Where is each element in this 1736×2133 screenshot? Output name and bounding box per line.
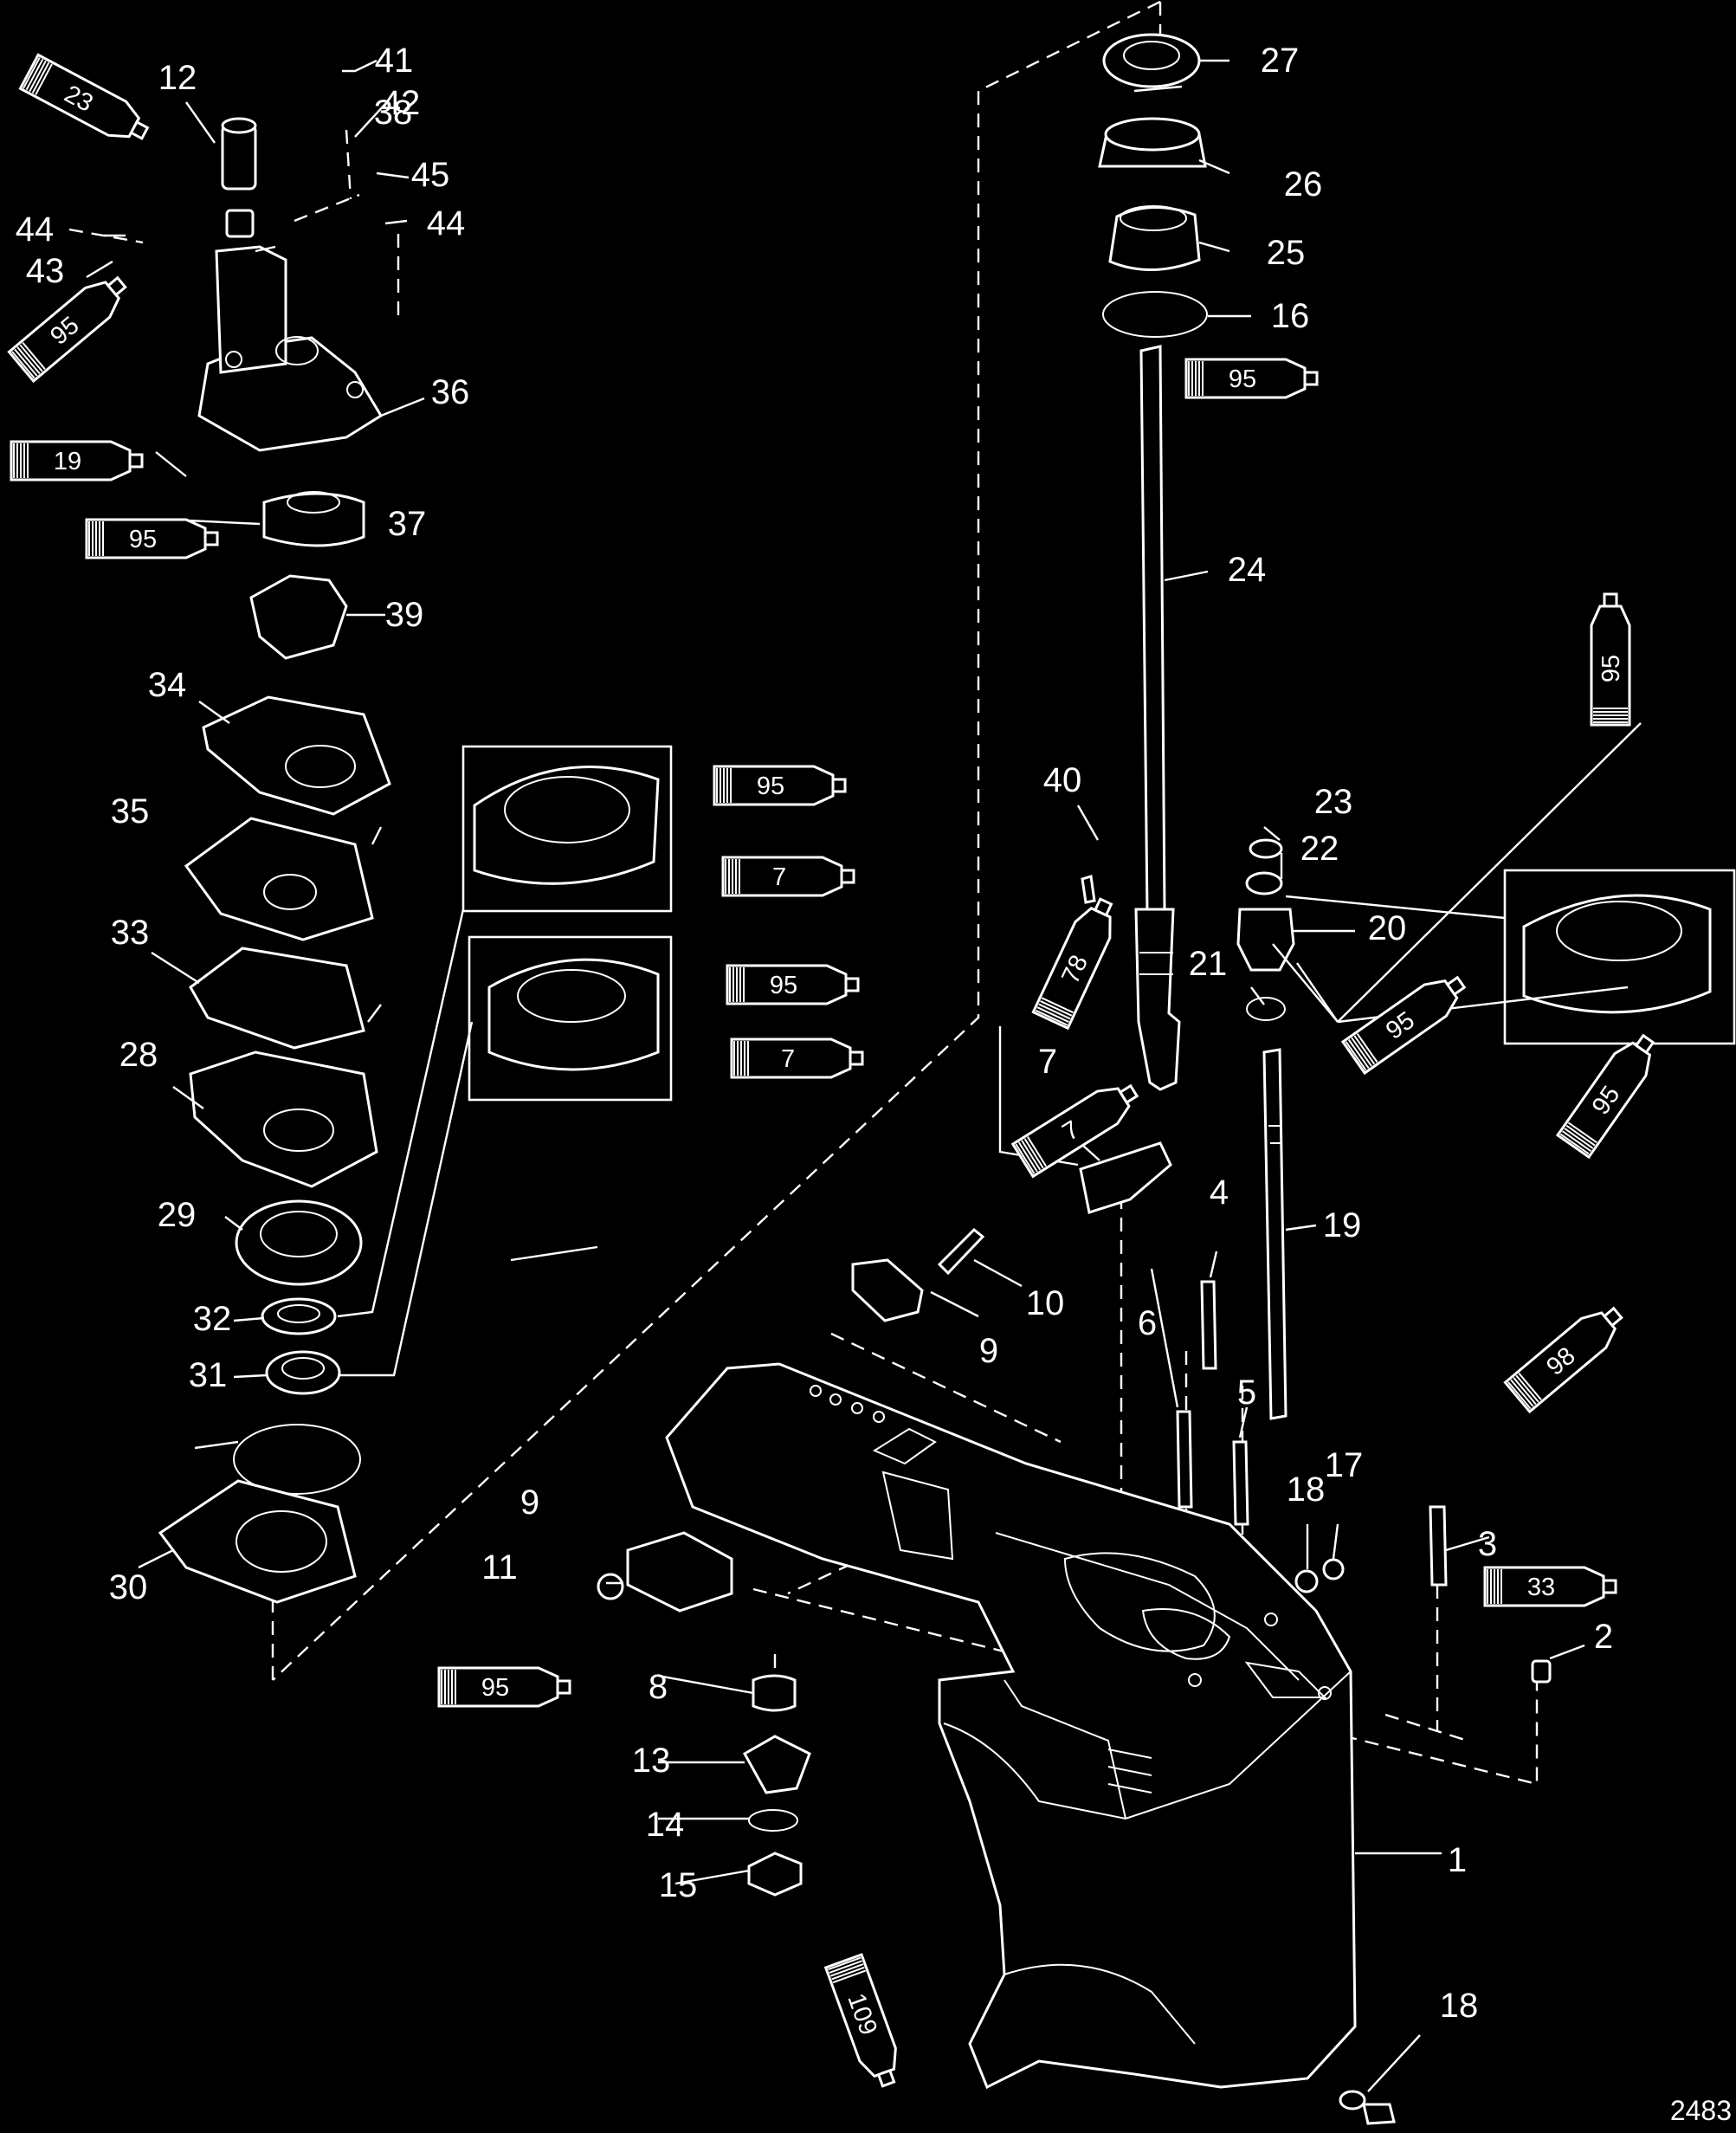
lubricant-tube-109: 109 <box>823 1953 897 2088</box>
callout-18: 18 <box>1287 1470 1326 1509</box>
callout-21: 21 <box>1189 945 1228 983</box>
callout-20: 20 <box>1368 909 1407 947</box>
shift-shaft <box>1262 1048 1287 1420</box>
lubricant-tube-label: 95 <box>757 772 784 800</box>
callout-27: 27 <box>1261 42 1300 80</box>
callout-10: 10 <box>1026 1284 1065 1322</box>
callout-25: 25 <box>1267 234 1306 272</box>
callout-30: 30 <box>109 1568 148 1606</box>
lubricant-tube-7: 7 <box>730 1037 864 1079</box>
callout-18: 18 <box>1440 1987 1479 2025</box>
lubricant-tube-95: 95 <box>7 275 127 384</box>
center-small-parts <box>597 1141 1172 1897</box>
callout-15: 15 <box>659 1866 698 1904</box>
seal-inset-box-3 <box>1503 869 1736 1045</box>
callout-6: 6 <box>1138 1304 1157 1342</box>
callout-2: 2 <box>1594 1618 1613 1656</box>
lubricant-tube-label: 95 <box>1229 365 1256 393</box>
lubricant-tube-33: 33 <box>1483 1566 1617 1607</box>
shaft-stack <box>1098 33 1208 338</box>
lubricant-tube-label: 95 <box>770 972 797 999</box>
callout-39: 39 <box>385 596 424 634</box>
lubricant-tube-label: 7 <box>772 863 786 891</box>
leader-lines <box>86 59 1642 2092</box>
lubricant-tube-78: 78 <box>1031 897 1113 1031</box>
callout-33: 33 <box>111 914 150 952</box>
callout-12: 12 <box>158 59 197 97</box>
callout-44: 44 <box>427 204 466 242</box>
callout-43: 43 <box>26 252 65 290</box>
lubricant-tube-19: 19 <box>10 440 144 482</box>
callout-1: 1 <box>1448 1841 1467 1879</box>
seal-inset-box-2 <box>468 935 673 1102</box>
callout-8: 8 <box>649 1668 668 1706</box>
callout-32: 32 <box>193 1300 232 1338</box>
lubricant-tube-label: 7 <box>781 1045 795 1073</box>
lubricant-tube-23: 23 <box>18 53 150 140</box>
lubricant-tube-95: 95 <box>713 765 847 806</box>
water-pump-stack <box>158 117 391 1604</box>
lubricant-tube-95: 95 <box>1184 358 1319 399</box>
callout-44: 44 <box>16 210 55 249</box>
callout-19: 19 <box>1323 1206 1362 1244</box>
callout-37: 37 <box>388 505 427 543</box>
lubricant-tube-98: 98 <box>1503 1306 1623 1414</box>
callout-42: 42 <box>382 84 421 122</box>
callout-14: 14 <box>646 1806 685 1844</box>
callout-26: 26 <box>1284 165 1323 204</box>
studs-and-fittings <box>1081 838 1552 2125</box>
callout-16: 16 <box>1271 297 1310 335</box>
callout-23: 23 <box>1314 783 1353 821</box>
callout-36: 36 <box>431 373 470 411</box>
lubricant-tube-label: 95 <box>129 526 157 553</box>
figure-number: 2483 <box>1670 2095 1732 2126</box>
callout-29: 29 <box>158 1196 197 1234</box>
callout-24: 24 <box>1228 551 1267 589</box>
callout-35: 35 <box>111 792 150 831</box>
callout-4: 4 <box>1210 1173 1229 1212</box>
lubricant-tube-label: 19 <box>54 448 81 475</box>
lubricant-tube-label: 95 <box>1597 655 1625 682</box>
callout-5: 5 <box>1237 1374 1256 1412</box>
callout-11: 11 <box>481 1548 518 1587</box>
lubricant-tube-95: 95 <box>1590 592 1631 727</box>
callout-31: 31 <box>189 1356 228 1394</box>
lubricant-tube-95: 95 <box>437 1666 571 1708</box>
callout-17: 17 <box>1325 1446 1364 1484</box>
lubricant-tube-95: 95 <box>1555 1033 1655 1160</box>
lubricant-tube-95: 95 <box>726 964 860 1005</box>
callout-13: 13 <box>632 1742 671 1780</box>
lubricant-tube-7: 7 <box>1010 1083 1139 1179</box>
callout-9: 9 <box>520 1483 539 1522</box>
drive-shaft <box>1134 345 1181 1091</box>
callout-34: 34 <box>148 666 187 704</box>
callout-41: 41 <box>375 42 414 80</box>
callout-38: 38 <box>374 94 413 132</box>
callout-45: 45 <box>411 156 450 194</box>
lubricant-tube-label: 33 <box>1527 1574 1555 1601</box>
callout-3: 3 <box>1478 1525 1497 1563</box>
callout-28: 28 <box>119 1036 158 1074</box>
lubricant-tube-label: 95 <box>481 1674 509 1702</box>
callout-40: 40 <box>1043 761 1082 799</box>
lubricant-tube-95: 95 <box>1340 975 1467 1076</box>
lubricant-tube-95: 95 <box>85 518 219 559</box>
callout-numbers: 1234567899101112131415161718181920212223… <box>16 42 1613 2025</box>
seal-inset-box-1 <box>461 745 673 913</box>
callout-9: 9 <box>979 1332 998 1370</box>
callout-7: 7 <box>1038 1043 1057 1081</box>
lubricant-tube-7: 7 <box>721 856 855 897</box>
callout-22: 22 <box>1300 830 1339 868</box>
gear-housing <box>665 1362 1357 2090</box>
